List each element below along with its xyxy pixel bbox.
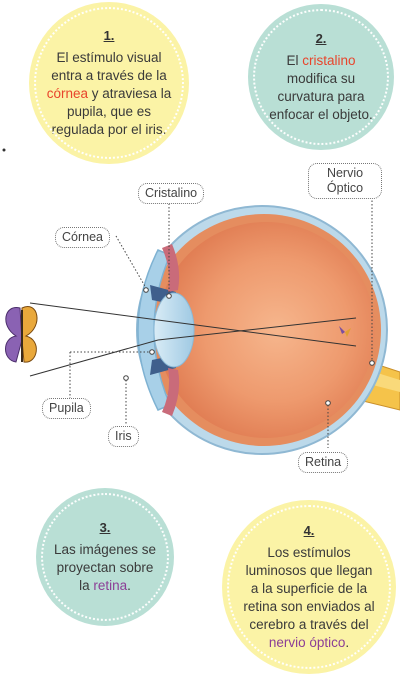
- vitreous-body: [157, 222, 375, 438]
- butterfly-icon: [5, 306, 38, 363]
- bubble-1-number: 1.: [103, 27, 115, 43]
- bubble-3-text: Las imágenes se proyectan sobre la retin…: [53, 541, 157, 593]
- info-bubble-2: 2. El cristalino modifica su curvatura p…: [248, 4, 394, 150]
- label-cristalino: Cristalino: [138, 183, 205, 204]
- bubble-3-number: 3.: [99, 519, 111, 535]
- bubble-2-number: 2.: [315, 30, 327, 46]
- bubble-4-number: 4.: [303, 522, 315, 538]
- label-pupila: Pupila: [42, 398, 91, 419]
- bubble-2-text: El cristalino modifica su curvatura para…: [269, 52, 373, 122]
- info-bubble-4: 4. Los estímulos luminosos que llegan a …: [222, 500, 396, 674]
- info-bubble-3: 3. Las imágenes se proyectan sobre la re…: [36, 488, 174, 626]
- label-retina: Retina: [298, 452, 349, 473]
- label-cornea: Córnea: [55, 227, 110, 248]
- info-bubble-1: 1. El estímulo visual entra a través de …: [29, 2, 189, 164]
- bubble-4-text: Los estímulos luminosos que llegan a la …: [243, 544, 375, 650]
- lens: [153, 292, 195, 368]
- retina-image: [339, 326, 351, 337]
- label-nervio-optico: Nervio Óptico: [308, 163, 382, 199]
- label-iris: Iris: [108, 426, 139, 447]
- bubble-1-text: El estímulo visual entra a través de la …: [46, 49, 172, 137]
